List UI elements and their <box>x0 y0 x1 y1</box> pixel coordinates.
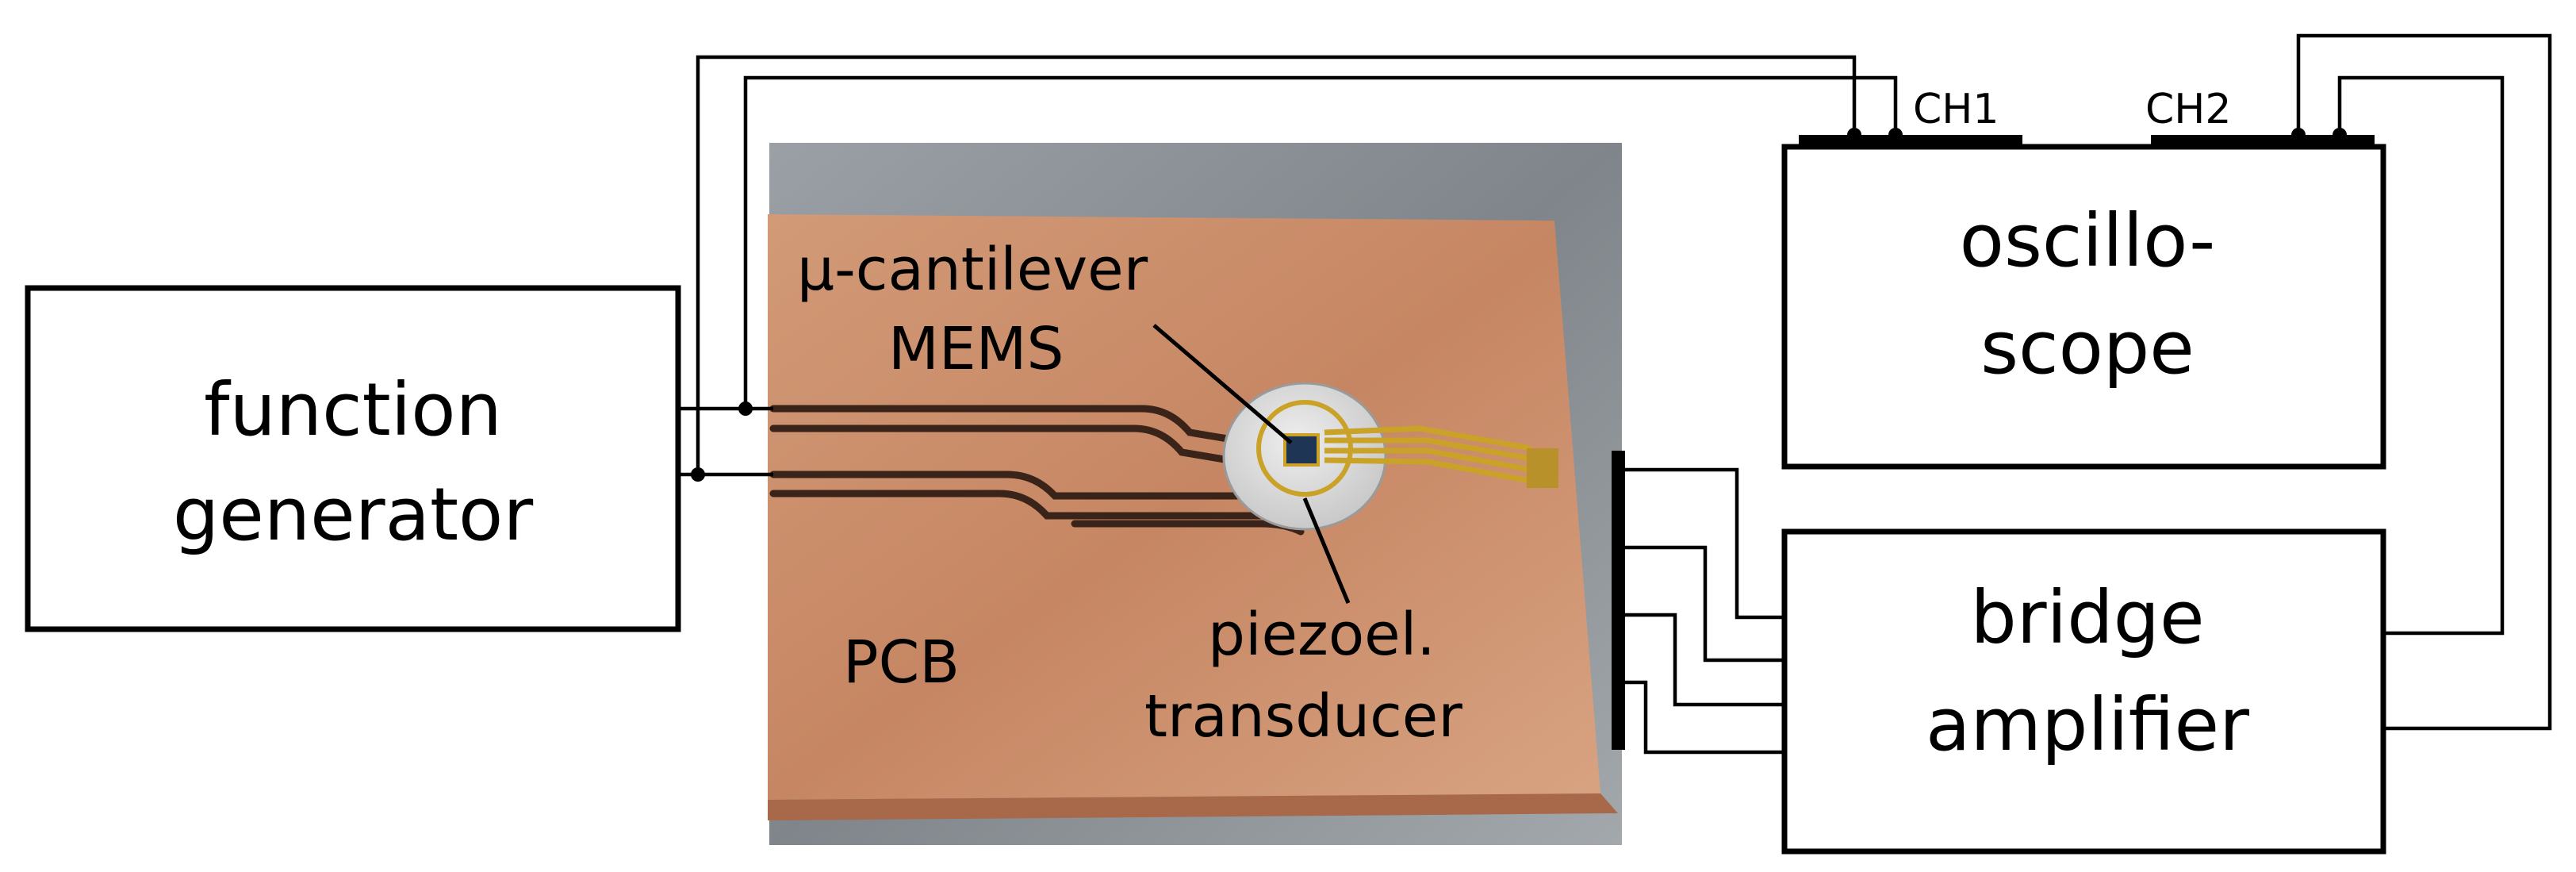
ch2-pin-1 <box>2291 128 2306 142</box>
wire-pcb-to-amp-2 <box>1625 545 1784 663</box>
ch1-pin-2 <box>1888 128 1903 142</box>
mems-label-line1: µ-cantilever <box>797 236 1148 304</box>
connector-pads <box>1527 448 1558 488</box>
mems-pointer <box>1152 324 1293 444</box>
transducer-label-line1: piezoel. <box>1208 601 1436 669</box>
wire-fg-to-ch1-a <box>743 75 1898 409</box>
ch1-label: CH1 <box>1913 86 1999 133</box>
oscilloscope-box <box>1781 144 2386 470</box>
wire-pcb-to-amp-1 <box>1625 467 1784 620</box>
transducer-pointer <box>1302 497 1351 604</box>
wire-amp-to-ch2-a <box>2337 75 2505 636</box>
pcb-board <box>768 214 1600 800</box>
mems-label-line2: MEMS <box>888 315 1064 383</box>
wiring <box>678 33 2552 755</box>
wire-fg-to-ch1-b <box>696 55 1857 474</box>
ch2-pin-2 <box>2333 128 2347 142</box>
function-generator-label-line1: function <box>204 367 502 452</box>
oscilloscope-label-line1: oscillo- <box>1960 198 2216 283</box>
function-generator-label-line2: generator <box>173 472 533 557</box>
junction-dot-1 <box>738 401 753 416</box>
bridge-amplifier-label-line2: amplifier <box>1926 682 2249 767</box>
ch1-pin-1 <box>1847 128 1861 142</box>
gold-wires <box>1324 425 1531 484</box>
transducer-label-line2: transducer <box>1144 682 1462 751</box>
pcb-board-edge <box>768 793 1618 820</box>
wire-amp-to-ch2-b <box>2296 33 2552 731</box>
pcb-edge-connector <box>1612 451 1625 750</box>
wire-pcb-to-amp-3 <box>1625 613 1784 707</box>
wire-pcb-to-amp-4 <box>1625 680 1784 755</box>
pcb-label: PCB <box>843 628 960 697</box>
ch2-connector <box>2151 135 2375 148</box>
ch2-label: CH2 <box>2145 86 2232 133</box>
bridge-amplifier-label-line1: bridge <box>1970 575 2204 660</box>
oscilloscope-label-line2: scope <box>1980 305 2195 390</box>
function-generator-box <box>25 285 681 632</box>
ch1-connector <box>1799 135 2022 148</box>
junction-dot-2 <box>691 467 705 482</box>
pcb-photo <box>768 143 1622 845</box>
bridge-amplifier-box <box>1781 528 2386 855</box>
